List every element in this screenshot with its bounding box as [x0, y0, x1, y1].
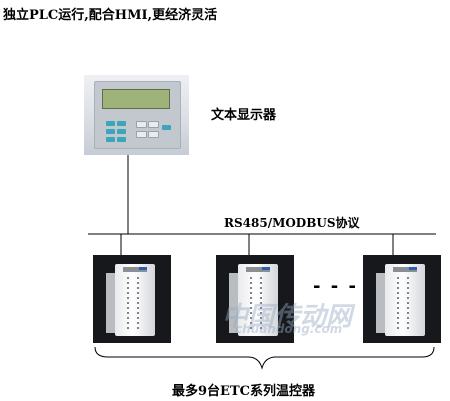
hmi-key	[117, 129, 126, 134]
text-display-hmi	[84, 75, 189, 155]
controller-terminal-strip	[127, 277, 129, 329]
controller-terminal-strip	[250, 277, 252, 329]
more-controllers-ellipsis: - - -	[313, 276, 358, 297]
hmi-function-key	[162, 125, 171, 130]
controller-logo-badge	[262, 267, 270, 270]
controller-terminal-strip	[407, 277, 409, 329]
controller-terminal-strip	[137, 277, 139, 329]
controller-side-panel	[106, 273, 116, 333]
temperature-controller-1	[93, 255, 171, 343]
controller-top-connector	[393, 267, 417, 272]
controllers-group-label: 最多9台ETC系列温控器	[172, 384, 315, 399]
controller-side-panel	[229, 273, 239, 333]
diagram-title: 独立PLC运行,配合HMI,更经济灵活	[3, 8, 218, 23]
controller-side-panel	[376, 273, 386, 333]
controller-body	[115, 264, 155, 336]
hmi-key	[106, 137, 115, 142]
hmi-key	[117, 137, 126, 142]
controller-body	[385, 264, 425, 336]
hmi-key	[117, 121, 126, 126]
controller-body	[238, 264, 278, 336]
hmi-key	[106, 129, 115, 134]
controller-terminal-strip	[260, 277, 262, 329]
hmi-arrow-key	[148, 131, 159, 138]
hmi-arrow-key	[136, 131, 147, 138]
hmi-label: 文本显示器	[211, 108, 277, 123]
bus-protocol-label: RS485/MODBUS协议	[224, 216, 360, 230]
hmi-lcd-screen	[102, 89, 170, 109]
hmi-key	[106, 121, 115, 126]
hmi-arrow-key	[136, 121, 147, 128]
hmi-arrow-key	[148, 121, 159, 128]
temperature-controller-3	[363, 255, 441, 343]
controller-logo-badge	[139, 267, 147, 270]
controller-logo-badge	[409, 267, 417, 270]
controller-top-connector	[246, 267, 270, 272]
group-brace	[94, 346, 435, 370]
controller-top-connector	[123, 267, 147, 272]
temperature-controller-2	[216, 255, 294, 343]
controller-terminal-strip	[397, 277, 399, 329]
